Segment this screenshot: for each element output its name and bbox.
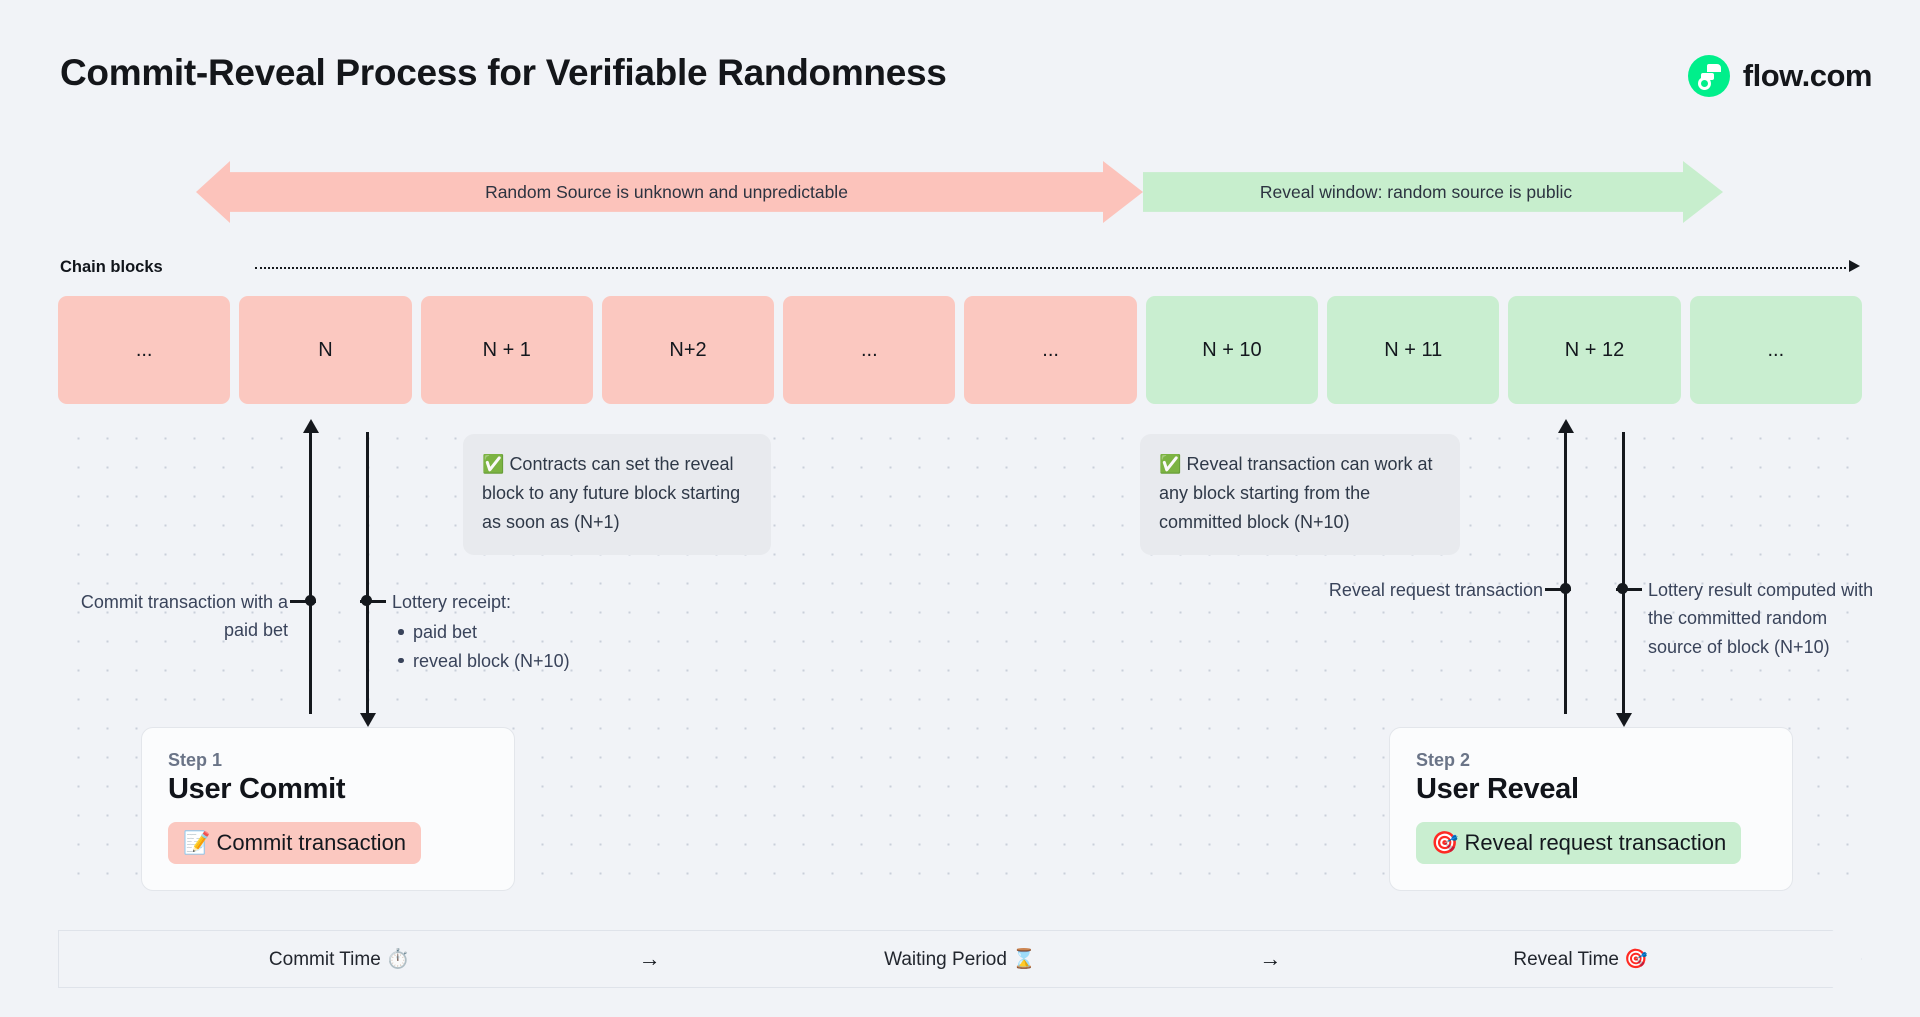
timeline-phase-reveal: Reveal Time 🎯: [1300, 947, 1861, 971]
tick-lottery-receipt: [359, 432, 376, 727]
node-dot-reveal-request: [1560, 583, 1571, 594]
check-icon: ✅: [482, 454, 505, 475]
banner-unknown-label: Random Source is unknown and unpredictab…: [485, 181, 848, 202]
stopwatch-icon: ⏱️: [386, 948, 410, 970]
timeline-arrow-icon: →: [1259, 946, 1282, 971]
memo-icon: 📝: [183, 831, 211, 856]
timeline-phase-commit: Commit Time ⏱️: [59, 947, 620, 971]
timeline-phase-waiting-label: Waiting Period: [884, 949, 1007, 970]
step-1-chip-label: Commit transaction: [216, 830, 407, 855]
brand-wordmark: flow.com: [1742, 58, 1873, 93]
brand-logo: flow.com: [1687, 55, 1873, 97]
target-icon: 🎯: [1624, 948, 1648, 970]
annotation-lottery-result: Lottery result computed with the committ…: [1648, 580, 1874, 657]
chain-block[interactable]: N + 12: [1508, 296, 1681, 404]
chain-block[interactable]: N: [239, 296, 412, 404]
chain-block[interactable]: N + 11: [1327, 296, 1500, 404]
timeline-phase-reveal-label: Reveal Time: [1513, 949, 1619, 970]
note-commit-reveal-block: ✅ Contracts can set the reveal block to …: [463, 434, 771, 556]
check-icon: ✅: [1159, 454, 1182, 475]
axis-arrow-icon: [1849, 260, 1860, 272]
node-dot-commit-transaction: [305, 595, 316, 606]
banner-reveal-window: Reveal window: random source is public: [1143, 161, 1723, 223]
banner-random-source-unknown: Random Source is unknown and unpredictab…: [196, 161, 1143, 223]
chain-block[interactable]: ...: [964, 296, 1137, 404]
chain-blocks-axis: Chain blocks: [60, 258, 1860, 278]
list-item: reveal block (N+10): [392, 647, 672, 675]
step-1-chip[interactable]: 📝 Commit transaction: [168, 822, 422, 864]
step-1-title: User Commit: [168, 773, 346, 805]
step-card-user-reveal[interactable]: Step 2 User Reveal 🎯 Reveal request tran…: [1389, 727, 1793, 891]
step-2-title: User Reveal: [1416, 773, 1579, 805]
annotation-reveal-request: Reveal request transaction: [1328, 580, 1543, 600]
axis-dotted-line: [255, 267, 1846, 269]
chain-block[interactable]: ...: [58, 296, 231, 404]
lottery-receipt-list: paid bet reveal block (N+10): [392, 618, 672, 675]
chain-block[interactable]: ...: [783, 296, 956, 404]
connector-lottery-receipt: [360, 600, 386, 603]
chain-block[interactable]: N+2: [601, 296, 775, 404]
note-commit-text: Contracts can set the reveal block to an…: [482, 454, 741, 533]
banner-reveal-label: Reveal window: random source is public: [1259, 181, 1573, 202]
note-reveal-text: Reveal transaction can work at any block…: [1159, 454, 1433, 533]
note-reveal-transaction: ✅ Reveal transaction can work at any blo…: [1140, 434, 1460, 556]
target-icon: 🎯: [1431, 831, 1459, 856]
step-card-user-commit[interactable]: Step 1 User Commit 📝 Commit transaction: [141, 727, 515, 891]
annotation-lottery-receipt: Lottery receipt: paid bet reveal block (…: [392, 588, 672, 675]
connector-commit-transaction: [290, 600, 316, 603]
hourglass-icon: ⌛: [1012, 948, 1036, 970]
timeline-bar: Commit Time ⏱️ → Waiting Period ⌛ → Reve…: [58, 930, 1862, 988]
node-dot-lottery-result: [1617, 583, 1628, 594]
connector-lottery-result: [1616, 588, 1642, 591]
flow-logo-icon: [1687, 55, 1730, 97]
chain-block[interactable]: ...: [1689, 296, 1862, 404]
page-title: Commit-Reveal Process for Verifiable Ran…: [60, 52, 947, 93]
timeline-phase-waiting: Waiting Period ⌛: [680, 947, 1241, 971]
timeline-phase-commit-label: Commit Time: [268, 949, 381, 970]
tick-commit-transaction: [302, 419, 319, 714]
chain-block[interactable]: N + 1: [420, 296, 593, 404]
chain-blocks-row: ... N N + 1 N+2 ... ... N + 10 N + 11 N …: [58, 296, 1862, 404]
step-2-chip[interactable]: 🎯 Reveal request transaction: [1416, 822, 1742, 864]
step-1-kicker: Step 1: [168, 750, 223, 770]
step-2-chip-label: Reveal request transaction: [1464, 830, 1727, 855]
lottery-receipt-title: Lottery receipt:: [392, 592, 512, 612]
tick-reveal-request: [1557, 419, 1574, 714]
chain-blocks-label: Chain blocks: [60, 258, 163, 276]
connector-reveal-request: [1545, 588, 1571, 591]
node-dot-lottery-receipt: [361, 595, 372, 606]
timeline-arrow-icon: →: [638, 946, 661, 971]
annotation-commit-transaction: Commit transaction with a paid bet: [80, 592, 288, 641]
list-item: paid bet: [392, 618, 672, 646]
tick-lottery-result: [1615, 432, 1632, 727]
chain-block[interactable]: N + 10: [1145, 296, 1319, 404]
step-2-kicker: Step 2: [1416, 750, 1471, 770]
